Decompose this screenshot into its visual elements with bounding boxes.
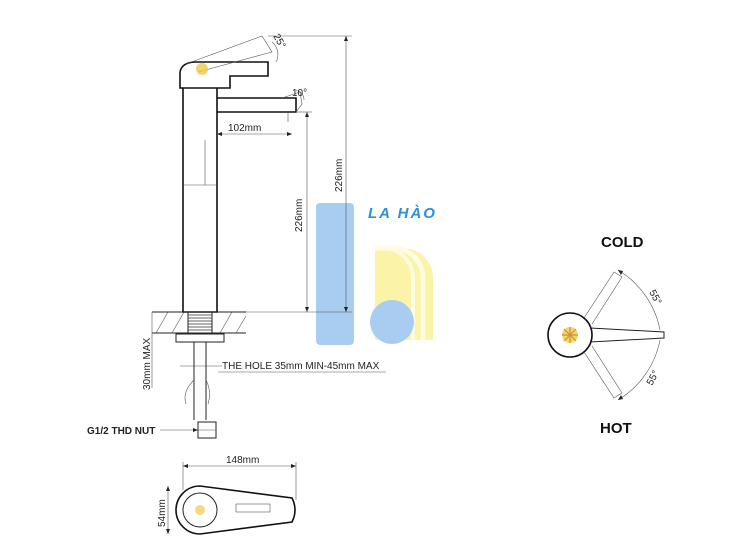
nut-label: G1/2 THD NUT bbox=[87, 426, 155, 437]
cold-label: COLD bbox=[601, 234, 644, 251]
faucet-body bbox=[182, 88, 218, 313]
dim-spout-height-label: 226mm bbox=[294, 199, 305, 232]
handle-hot bbox=[583, 345, 623, 399]
angle-spout-label: 10° bbox=[292, 88, 307, 99]
handle-center bbox=[589, 327, 665, 343]
dim-spout-reach-label: 102mm bbox=[228, 123, 261, 134]
watermark-logo: LA HÀO bbox=[316, 203, 437, 345]
dim-thickness-label: 30mm MAX bbox=[142, 337, 153, 390]
angle-handle-label: 25° bbox=[270, 32, 287, 51]
dim-spout-reach: 102mm bbox=[217, 123, 292, 136]
handle-base-circle bbox=[547, 312, 593, 358]
dim-thickness: 30mm MAX bbox=[142, 312, 153, 390]
dim-length-label: 148mm bbox=[226, 455, 259, 466]
top-view-outline bbox=[175, 485, 296, 535]
hot-label: HOT bbox=[600, 420, 632, 437]
front-view: 102mm 226mm 226mm 25° 10° 30mm MAX bbox=[87, 32, 386, 439]
handle-raised-outline bbox=[185, 35, 273, 73]
dim-spout-height: 226mm bbox=[294, 111, 312, 312]
mounting-washer bbox=[175, 333, 225, 343]
faucet-spout bbox=[217, 97, 297, 113]
watermark-blue-circle bbox=[370, 300, 414, 344]
top-view: 148mm 54mm bbox=[157, 455, 297, 535]
dim-width-label: 54mm bbox=[157, 499, 168, 527]
faucet-handle bbox=[179, 61, 269, 89]
handle-rotation-view: COLD HOT 55° 55° bbox=[547, 234, 665, 437]
watermark-text: LA HÀO bbox=[368, 205, 437, 222]
dim-total-height: 226mm bbox=[246, 35, 352, 313]
dim-total-height-label: 226mm bbox=[334, 159, 345, 192]
angle-cold-label: 55° bbox=[646, 288, 663, 307]
handle-cold bbox=[583, 271, 623, 325]
watermark-blue-bar bbox=[316, 203, 354, 345]
hole-note-label: THE HOLE 35mm MIN-45mm MAX bbox=[222, 361, 380, 372]
